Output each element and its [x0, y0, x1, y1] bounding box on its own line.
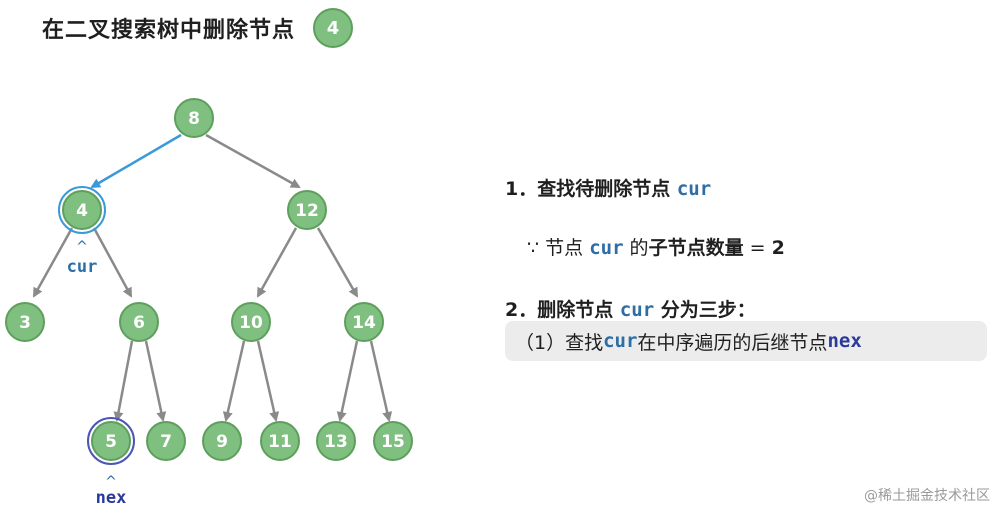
cur-highlight-ring [58, 186, 106, 234]
tree-node-12: 12 [287, 190, 327, 230]
nex-caret: ^ [105, 474, 117, 490]
page-title: 在二叉搜索树中删除节点 [42, 18, 296, 43]
because-eq: = [743, 237, 772, 259]
because-code: cur [589, 237, 624, 259]
svg-text:14: 14 [352, 313, 376, 333]
step-1-text: 1．查找待删除节点 [505, 178, 677, 200]
sub-step-1-nex: nex [827, 330, 862, 352]
step-2-suffix: 分为三步： [654, 299, 756, 321]
svg-text:4: 4 [76, 201, 88, 221]
explanation-panel: 1．查找待删除节点 cur ∵ 节点 cur 的子节点数量 = 2 2．删除节点… [505, 0, 995, 513]
svg-text:15: 15 [381, 432, 405, 452]
tree-node-6: 6 [119, 302, 159, 342]
edge-12-10 [256, 227, 298, 298]
edge-8-4 [90, 133, 182, 189]
svg-text:3: 3 [19, 313, 31, 333]
step-1-code: cur [676, 178, 712, 200]
sub-step-1-prefix: （1）查找 [515, 331, 604, 354]
svg-text:8: 8 [188, 109, 200, 129]
sub-step-1-code: cur [603, 330, 638, 352]
because-line: ∵ 节点 cur 的子节点数量 = 2 [527, 233, 785, 260]
svg-text:5: 5 [105, 432, 117, 452]
sub-step-1-middle: 在中序遍历的后继节点 [637, 331, 828, 354]
because-value: 2 [771, 237, 785, 259]
because-symbol: ∵ [527, 237, 540, 259]
edge-6-5 [113, 340, 134, 422]
nex-highlight-ring [87, 417, 135, 465]
watermark: @稀土掘金技术社区 [864, 488, 990, 504]
edge-6-7 [144, 340, 167, 422]
because-text-1: 节点 [539, 237, 590, 259]
edge-8-12 [205, 133, 301, 189]
svg-text:11: 11 [268, 432, 292, 452]
edge-10-9 [222, 340, 246, 422]
edge-14-13 [336, 340, 359, 422]
tree-node-13: 13 [316, 421, 356, 461]
svg-text:7: 7 [160, 432, 172, 452]
nex-pointer-label: nex [96, 488, 127, 508]
tree-node-9: 9 [202, 421, 242, 461]
tree-node-3: 3 [5, 302, 45, 342]
edge-4-6 [92, 227, 133, 298]
step-1: 1．查找待删除节点 cur [505, 174, 711, 201]
svg-text:6: 6 [133, 313, 145, 333]
edge-4-3 [32, 227, 74, 298]
title-row: 在二叉搜索树中删除节点 4 [42, 8, 354, 48]
tree-node-4: 4 [62, 190, 102, 230]
svg-text:10: 10 [239, 313, 263, 333]
edge-14-15 [369, 340, 393, 422]
step-2: 2．删除节点 cur 分为三步： [505, 295, 756, 322]
edge-12-14 [316, 227, 359, 298]
because-text-2: 的 [623, 237, 649, 259]
because-bold: 子节点数量 [648, 237, 744, 259]
step-badge: 4 [313, 8, 354, 48]
svg-text:13: 13 [324, 432, 348, 452]
svg-text:9: 9 [216, 432, 228, 452]
tree-node-7: 7 [146, 421, 186, 461]
tree-node-15: 15 [373, 421, 413, 461]
tree-node-11: 11 [260, 421, 300, 461]
edge-10-11 [256, 340, 280, 422]
tree-node-14: 14 [344, 302, 384, 342]
svg-text:12: 12 [295, 201, 319, 221]
tree-node-10: 10 [231, 302, 271, 342]
cur-caret: ^ [76, 239, 88, 255]
step-2-text: 2．删除节点 [505, 299, 620, 321]
step-2-code: cur [619, 299, 655, 321]
sub-step-1-highlight: （1）查找 cur 在中序遍历的后继节点 nex [505, 321, 987, 361]
tree-node-5: 5 [91, 421, 131, 461]
cur-pointer-label: cur [67, 257, 98, 277]
binary-search-tree: 8 4 12 3 6 10 14 5 7 9 11 13 [5, 98, 413, 508]
tree-node-8: 8 [174, 98, 214, 138]
